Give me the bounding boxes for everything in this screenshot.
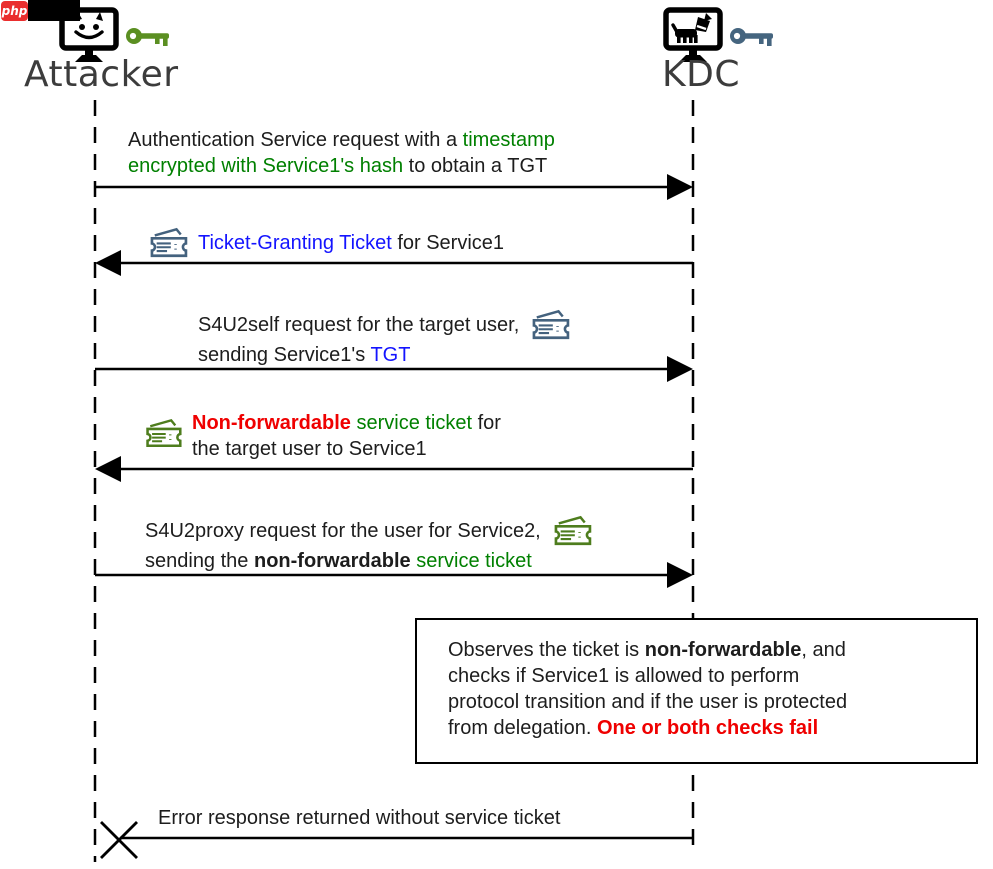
ticket-icon xyxy=(554,515,592,546)
message-line: S4U2proxy request for the user for Servi… xyxy=(145,514,594,548)
message-line: Error response returned without service … xyxy=(158,807,561,829)
kdc-label: KDC xyxy=(662,54,740,95)
ticket-icon xyxy=(146,418,182,448)
attacker-label: Attacker xyxy=(24,54,179,95)
message-error-response: Error response returned without service … xyxy=(158,805,560,831)
ticket-icon xyxy=(150,227,188,258)
note-line: Observes the ticket is non-forwardable, … xyxy=(448,639,846,661)
arrow-as-request xyxy=(95,174,693,200)
lost-message-x-icon xyxy=(100,821,138,859)
message-s4u2proxy-request: S4U2proxy request for the user for Servi… xyxy=(145,514,594,574)
blue-key-icon xyxy=(730,28,773,46)
black-banner xyxy=(28,0,80,21)
arrow-error-response xyxy=(100,821,693,859)
note-line: protocol transition and if the user is p… xyxy=(448,691,848,713)
message-line: the target user to Service1 xyxy=(192,438,427,460)
message-line: sending the non-forwardable service tick… xyxy=(145,550,532,572)
message-as-request: Authentication Service request with a ti… xyxy=(128,127,555,179)
ticket-icon xyxy=(532,309,570,340)
arrow-s4u2self-request xyxy=(95,356,693,382)
devil-monitor-icon xyxy=(59,7,119,62)
arrow-s4u2proxy-request xyxy=(95,562,693,588)
green-key-icon xyxy=(126,28,169,46)
message-line: Ticket-Granting Ticket for Service1 xyxy=(198,232,505,254)
message-line: Authentication Service request with a ti… xyxy=(128,129,555,151)
note-line: from delegation. One or both checks fail xyxy=(448,717,819,739)
php-badge: php xyxy=(1,1,28,21)
message-line: Non-forwardable service ticket for xyxy=(192,412,501,434)
message-line: S4U2self request for the target user, xyxy=(198,308,572,342)
arrow-tgt-response xyxy=(95,250,693,276)
message-line: sending Service1's TGT xyxy=(198,344,411,366)
message-service-ticket-response: Non-forwardable service ticket for the t… xyxy=(143,410,501,462)
note-line: checks if Service1 is allowed to perform xyxy=(448,665,800,687)
message-line: encrypted with Service1's hash to obtain… xyxy=(128,155,548,177)
message-s4u2self-request: S4U2self request for the target user, se… xyxy=(198,308,572,368)
message-tgt-response: Ticket-Granting Ticket for Service1 xyxy=(147,226,504,260)
dog-monitor-icon xyxy=(663,7,723,62)
kdc-note-box: Observes the ticket is non-forwardable, … xyxy=(415,618,978,764)
arrow-service-ticket-response xyxy=(95,456,693,482)
